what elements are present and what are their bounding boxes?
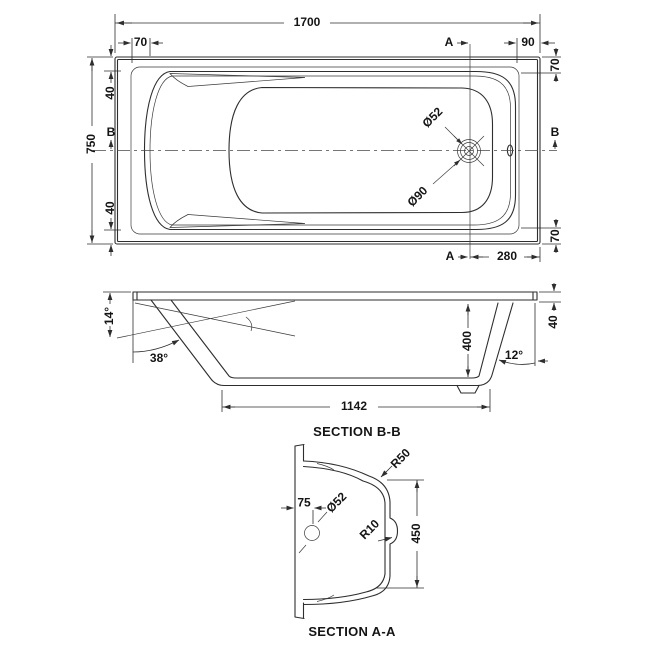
- dim-side-inset-top-group: 40: [103, 45, 121, 100]
- dim-internal-width-group: 450: [376, 479, 424, 589]
- dim-overall-width-group: 750: [84, 56, 113, 245]
- waste-small-leader: [444, 126, 463, 145]
- dim-top-radius: R50: [388, 445, 414, 471]
- dim-overall-length-group: 1700: [114, 14, 541, 53]
- section-a-marker-bottom: A: [446, 249, 455, 263]
- svg-text:B: B: [551, 125, 560, 139]
- backrest-outer: [150, 299, 225, 387]
- dim-foot-angle-group: 12°: [498, 303, 548, 366]
- waste-boss: [456, 384, 480, 394]
- dim-waste-from-end: 280: [497, 249, 517, 263]
- dim-foot-angle: 12°: [505, 348, 523, 362]
- dim-end-inset-right-group: 90: [504, 35, 555, 63]
- dim-waste-small: Ø52: [419, 104, 445, 130]
- dim-rim-height: 40: [546, 315, 560, 329]
- dim-rim-slope-angle-group: 14°: [102, 291, 131, 338]
- wall-inner-top: [302, 465, 386, 504]
- dim-rim-slope-angle: 14°: [102, 307, 116, 325]
- dim-overall-width: 750: [84, 134, 98, 154]
- section-a-marker-top: A: [445, 35, 469, 49]
- dim-rim-height-group: 40: [539, 283, 561, 329]
- backrest-edge-top: [169, 73, 306, 87]
- section-b-marker-right: B: [551, 125, 560, 149]
- dim-internal-depth-group: 400: [460, 304, 474, 377]
- waste-hole: [304, 525, 320, 541]
- dim-end-inset-left-group: 70: [118, 35, 163, 63]
- svg-text:A: A: [445, 35, 454, 49]
- dim-side-inset-top: 40: [103, 86, 117, 100]
- rim-tab-bottom: [294, 602, 305, 620]
- plan-view: Ø52 Ø90 1700 70 90 A: [84, 14, 562, 263]
- dim-end-inset-left: 70: [134, 35, 148, 49]
- bowl-lip-outer: [143, 70, 517, 231]
- wall-outer-top: [302, 460, 391, 503]
- section-b-marker-left: B: [107, 125, 116, 149]
- dim-waste-from-end-group: A 280: [446, 247, 541, 263]
- rim-slope-lines: [116, 300, 296, 339]
- dim-waste-large: Ø90: [404, 183, 430, 209]
- dim-side-inset-bottom-group: 40: [103, 201, 121, 256]
- foot-wall-inner: [471, 302, 499, 379]
- dim-corner-inset-top: 70: [548, 58, 562, 72]
- base-outer-with-recess: [389, 501, 399, 577]
- dim-side-radius-group: R10: [357, 516, 393, 542]
- dim-base-length-group: 1142: [221, 389, 491, 413]
- section-b-b-title: SECTION B-B: [313, 424, 401, 439]
- dim-corner-inset-bottom-group: 70: [521, 219, 562, 253]
- dim-top-radius-group: R50: [380, 445, 414, 478]
- wall-outer-bottom: [302, 575, 391, 606]
- backrest-edge-bottom: [169, 214, 306, 228]
- section-a-a-title: SECTION A-A: [308, 624, 396, 639]
- dim-backrest-angle: 38°: [150, 351, 168, 365]
- dim-corner-inset-bottom: 70: [548, 229, 562, 243]
- dim-backrest-angle-group: 38°: [132, 300, 180, 365]
- dim-overall-length: 1700: [294, 15, 321, 29]
- dim-corner-inset-top-group: 70: [521, 48, 562, 82]
- rim-tab-top: [294, 443, 305, 462]
- dim-side-radius: R10: [357, 516, 383, 542]
- dim-base-length: 1142: [341, 399, 367, 413]
- blend-curve: [245, 316, 253, 332]
- dim-hole-offset: 75: [297, 496, 311, 510]
- blend-curves: [316, 463, 335, 602]
- waste-large-leader: [432, 159, 461, 185]
- dim-end-inset-right: 90: [521, 35, 535, 49]
- floor-lines: [223, 377, 479, 387]
- foot-wall-outer: [477, 302, 514, 387]
- bowl-floor-edge: [228, 86, 494, 214]
- dim-internal-width: 450: [409, 523, 423, 543]
- wall-inner-bottom: [302, 573, 386, 601]
- section-b-b-view: 14° 38° 12° 400 40: [102, 283, 561, 439]
- section-a-a-view: Ø52 75 R50 R10 450 SECTION A-A: [281, 443, 424, 639]
- bath-outer-edge: [114, 56, 541, 245]
- rim-profile: [132, 291, 538, 301]
- waste-drain: [453, 135, 485, 167]
- waste-hole-leader: [298, 511, 328, 554]
- dim-internal-depth: 400: [460, 331, 474, 351]
- backrest-inner: [170, 299, 237, 379]
- dim-hole-dia: Ø52: [323, 489, 349, 515]
- svg-text:B: B: [107, 125, 116, 139]
- dim-side-inset-bottom: 40: [103, 201, 117, 215]
- dim-hole-offset-group: 75: [281, 496, 326, 524]
